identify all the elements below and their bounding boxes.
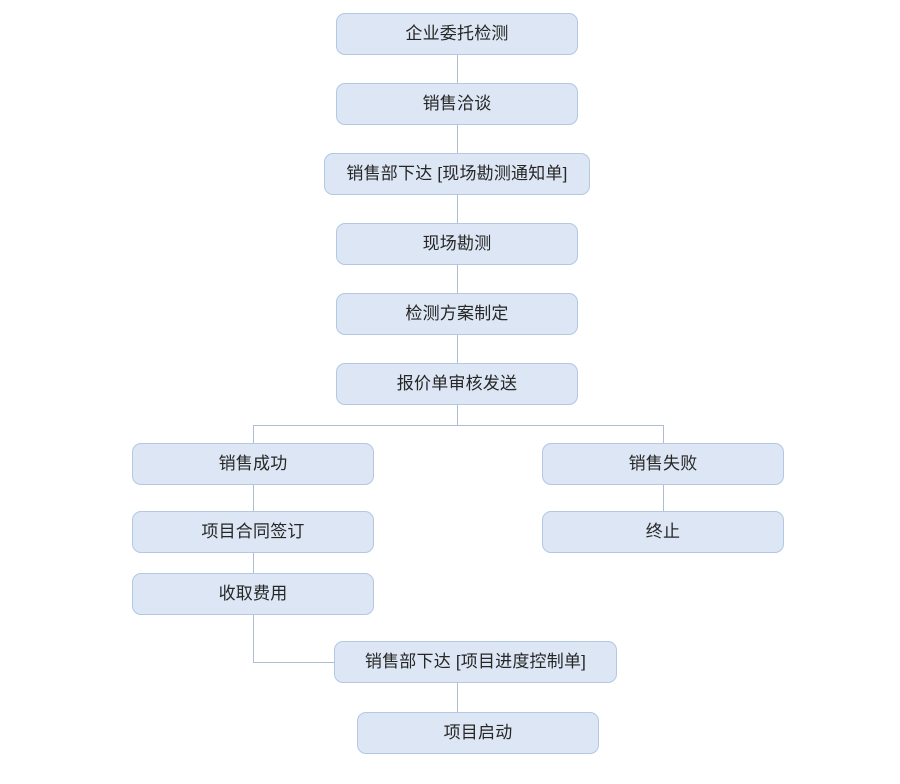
flow-node-n10[interactable]: 终止 [542,511,784,553]
flow-node-n13[interactable]: 项目启动 [357,712,599,754]
connector-n9-to-n11 [253,553,254,573]
flow-node-n6[interactable]: 报价单审核发送 [336,363,578,405]
connector-n12-to-n13 [457,683,458,712]
connector-turn-to-n12 [253,662,334,663]
connector-split-to-n8 [663,425,664,443]
connector-split-to-branches [253,425,663,426]
connector-split-to-n7 [253,425,254,443]
flow-node-n5[interactable]: 检测方案制定 [336,293,578,335]
flow-node-n9[interactable]: 项目合同签订 [132,511,374,553]
flow-node-n8[interactable]: 销售失败 [542,443,784,485]
flow-node-n11[interactable]: 收取费用 [132,573,374,615]
connector-n2-to-n3 [457,125,458,153]
flow-node-n7[interactable]: 销售成功 [132,443,374,485]
connector-n6-to-split [457,405,458,425]
connector-n11-to-turn [253,615,254,662]
flow-node-n12[interactable]: 销售部下达 [项目进度控制单] [334,641,617,683]
flow-node-n2[interactable]: 销售洽谈 [336,83,578,125]
connector-n7-to-n9 [253,485,254,511]
connector-n3-to-n4 [457,195,458,223]
flow-node-n4[interactable]: 现场勘测 [336,223,578,265]
connector-n1-to-n2 [457,55,458,83]
flow-node-n1[interactable]: 企业委托检测 [336,13,578,55]
flow-node-n3[interactable]: 销售部下达 [现场勘测通知单] [324,153,590,195]
connector-n5-to-n6 [457,335,458,363]
connector-n8-to-n10 [663,485,664,511]
connector-n4-to-n5 [457,265,458,293]
